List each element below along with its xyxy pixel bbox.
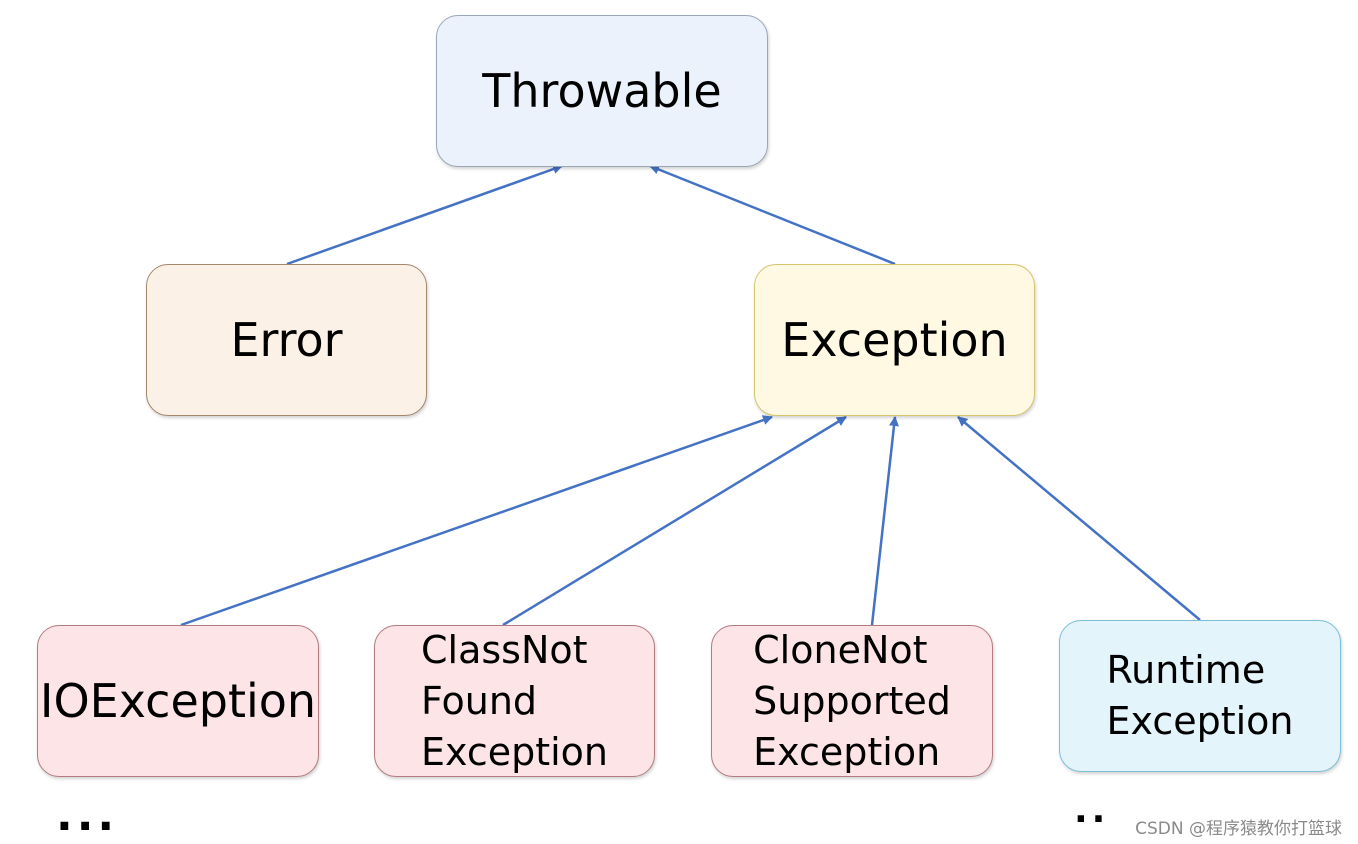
watermark: CSDN @程序猿教你打篮球 (1135, 819, 1342, 839)
node-runtime-exception: Runtime Exception (1059, 620, 1341, 772)
node-error-label: Error (230, 313, 343, 367)
node-throwable-label: Throwable (482, 64, 722, 118)
node-ioexception: IOException (37, 625, 319, 777)
arrow-exception-to-throwable (649, 164, 896, 266)
node-exception: Exception (754, 264, 1035, 416)
node-exception-label: Exception (781, 313, 1008, 367)
arrow-runtime-to-exception (957, 416, 1201, 621)
ellipsis-right: .. (1074, 790, 1110, 831)
arrow-ioexception-to-exception (180, 415, 773, 627)
arrow-clonenotsupported-to-exception (870, 416, 899, 626)
ellipsis-left: ... (56, 790, 119, 841)
arrow-error-to-throwable (286, 164, 563, 266)
node-runtime-exception-label: Runtime Exception (1106, 648, 1294, 743)
node-clonenotsupported-exception-label: CloneNot Supported Exception (753, 627, 951, 774)
node-ioexception-label: IOException (39, 674, 317, 728)
node-throwable: Throwable (436, 15, 768, 167)
node-clonenotsupported-exception: CloneNot Supported Exception (711, 625, 993, 777)
node-classnotfound-exception: ClassNot Found Exception (374, 625, 655, 777)
node-classnotfound-exception-label: ClassNot Found Exception (420, 627, 608, 774)
node-error: Error (146, 264, 427, 416)
arrow-classnotfound-to-exception (502, 415, 847, 627)
